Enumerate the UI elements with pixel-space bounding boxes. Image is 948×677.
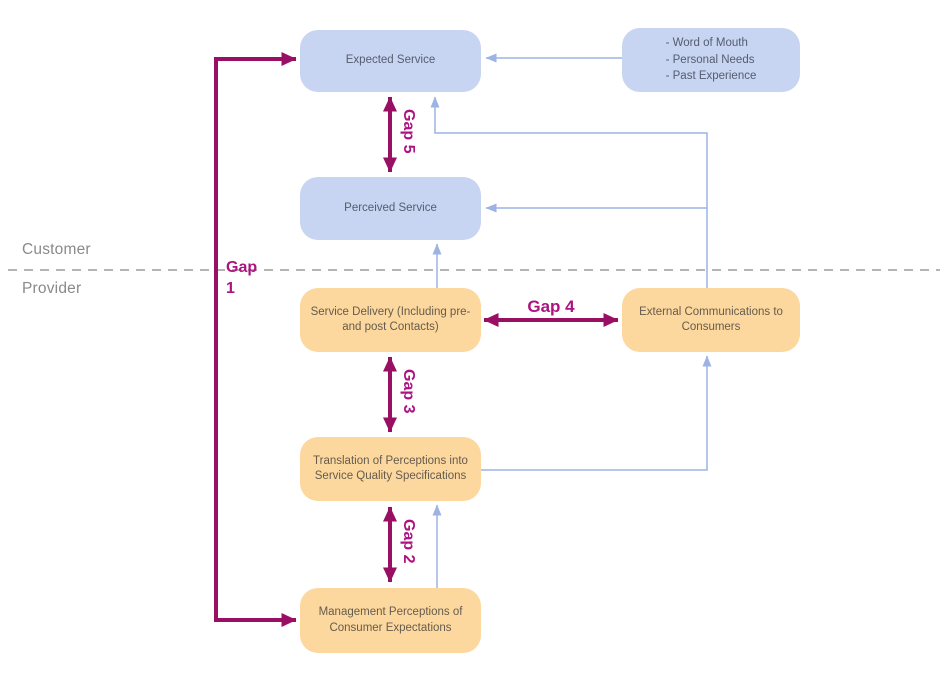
- translation-box: Translation of Perceptions into Service …: [300, 437, 481, 501]
- influence-word-of-mouth: - Word of Mouth: [665, 36, 748, 49]
- management-perceptions-box: Management Perceptions of Consumer Expec…: [300, 588, 481, 653]
- influences-box: - Word of Mouth - Personal Needs - Past …: [622, 28, 800, 92]
- expected-service-box: Expected Service: [300, 30, 481, 92]
- provider-lane-label: Provider: [22, 280, 82, 297]
- gap3-label: Gap 3: [400, 369, 417, 414]
- external-comm-to-expected-connector: [430, 96, 708, 288]
- perceived-service-label: Perceived Service: [344, 201, 437, 214]
- service-delivery-label: Service Delivery (Including pre- and pos…: [310, 305, 471, 333]
- translation-label: Translation of Perceptions into Service …: [313, 454, 468, 482]
- translation-to-external-comm-connector: [481, 355, 712, 471]
- gap1-label-line2: 1: [226, 280, 235, 297]
- influence-past-experience: - Past Experience: [665, 70, 757, 83]
- gap1-bracket-arrow: [214, 52, 297, 627]
- expected-service-label: Expected Service: [345, 54, 436, 67]
- gap5-label: Gap 5: [400, 109, 417, 154]
- customer-lane-label: Customer: [22, 241, 91, 258]
- gap1-label: Gap 1: [226, 257, 257, 299]
- influences-text: - Word of Mouth - Personal Needs - Past …: [666, 35, 757, 85]
- gap1-label-line1: Gap: [226, 259, 258, 276]
- gap2-label: Gap 2: [400, 519, 417, 564]
- management-perceptions-label: Management Perceptions of Consumer Expec…: [318, 606, 463, 634]
- gap4-label: Gap 4: [527, 297, 575, 316]
- service-delivery-box: Service Delivery (Including pre- and pos…: [300, 288, 481, 352]
- influence-personal-needs: - Personal Needs: [665, 53, 755, 66]
- external-communications-label: External Communications to Consumers: [639, 305, 783, 333]
- external-communications-box: External Communications to Consumers: [622, 288, 800, 352]
- perceived-service-box: Perceived Service: [300, 177, 481, 240]
